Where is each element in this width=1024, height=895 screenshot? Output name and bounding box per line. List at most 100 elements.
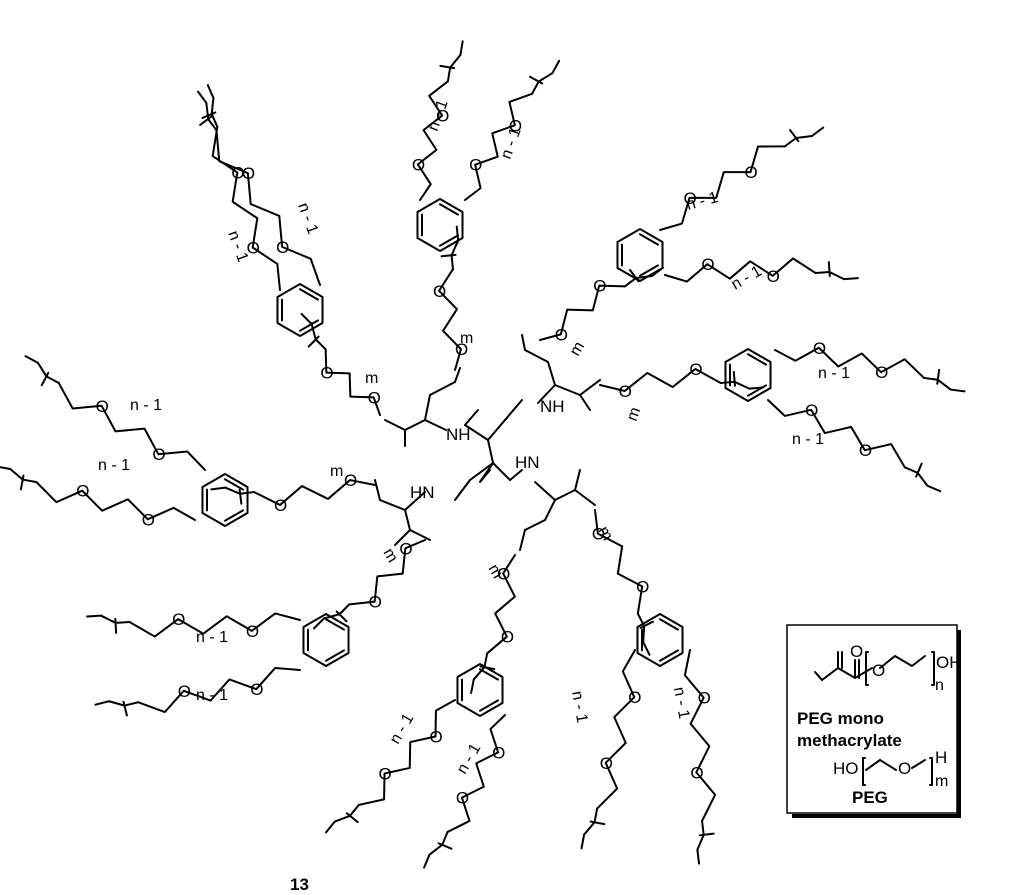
legend-peg-o: O (898, 759, 911, 778)
legend-peg-ho: HO (833, 759, 859, 778)
methacrylate-double-bond (936, 368, 941, 385)
legend-carbonyl-o: O (850, 642, 863, 661)
repeat-label-n1-upper-left-b: n - 1 (224, 229, 251, 265)
oxygen-atom-label: O (142, 510, 155, 529)
oxygen-atom-label: O (369, 593, 382, 612)
peg-arm-chain-24 (594, 509, 644, 615)
oxygen-atom-label: O (368, 388, 381, 407)
peg-arm-chain-8 (767, 399, 906, 469)
methacrylate-bond (828, 271, 846, 281)
peg-arm-chain-22 (348, 539, 426, 606)
methacrylate-bond (916, 471, 929, 487)
methacrylate-bond (348, 803, 360, 817)
aromatic-double-bond (325, 618, 346, 631)
legend-peg-methacrylate-structure (814, 651, 935, 686)
oxygen-atom-label: O (429, 727, 442, 746)
methacrylate-bond (239, 491, 256, 495)
methacrylate-double-bond (629, 269, 640, 283)
methacrylate-bond (86, 614, 103, 618)
central-core (454, 399, 523, 501)
legend-box: O O OH n PEG mono methacrylate HO O H m … (786, 624, 962, 818)
peg-arm-chain-16 (683, 649, 717, 822)
methacrylate-bond (206, 84, 215, 99)
amide-hn-left: HN (410, 483, 435, 502)
peg-arm-chain-2 (464, 92, 534, 201)
methacrylate-bond (21, 478, 38, 484)
oxygen-atom-label: O (689, 360, 702, 379)
aromatic-double-bond (224, 478, 245, 491)
methacrylate-bond (310, 322, 317, 341)
methacrylate-bond (338, 603, 351, 616)
aromatic-double-bond (659, 618, 680, 631)
methacrylate-bond (300, 312, 313, 325)
legend-peg-mono-line2: methacrylate (797, 731, 902, 750)
benzene-ring-2 (276, 283, 324, 337)
aromatic-double-bond (299, 288, 320, 301)
methacrylate-double-bond (199, 115, 213, 126)
methacrylate-bond (123, 701, 140, 707)
methacrylate-double-bond (345, 812, 359, 824)
oxygen-atom-label: O (813, 339, 826, 358)
oxygen-atom-label: O (455, 340, 468, 359)
core-linkers (374, 334, 601, 551)
methacrylate-bond (472, 666, 486, 681)
benzene-ring-4 (724, 348, 772, 402)
methacrylate-bond (24, 355, 39, 364)
aromatic-double-bond (747, 353, 768, 366)
oxygen-atom-label: O (698, 689, 711, 708)
methacrylate-double-bond (915, 462, 923, 478)
benzene-ring-6 (302, 613, 350, 667)
oxygen-atom-label: O (320, 364, 333, 383)
amide-nh-upper-right: NH (540, 397, 565, 416)
methacrylate-bond (450, 239, 460, 257)
methacrylate-bond (843, 277, 859, 281)
methacrylate-bond (696, 848, 701, 865)
oxygen-atom-label: O (96, 397, 109, 416)
oxygen-atom-label: O (555, 325, 568, 344)
oxygen-atom-label: O (247, 238, 260, 257)
methacrylate-bond (210, 486, 227, 491)
oxygen-atom-label: O (636, 577, 649, 596)
repeat-label-n1-right-b: n - 1 (792, 431, 824, 448)
repeat-label-m-upper-right: m (567, 339, 588, 359)
methacrylate-bond (642, 641, 651, 656)
repeat-label-n1-lower-left-b: n - 1 (196, 687, 228, 704)
oxygen-atom-label: O (497, 564, 510, 583)
methacrylate-double-bond (238, 488, 243, 505)
oxygen-atom-label: O (172, 610, 185, 629)
benzene-ring-5 (201, 473, 249, 527)
oxygen-atom-label: O (274, 496, 287, 515)
aromatic-rings (201, 198, 772, 717)
methacrylate-double-bond (40, 371, 50, 387)
methacrylate-double-bond (307, 335, 320, 348)
oxygen-atom-label: O (344, 471, 357, 490)
repeat-label-m-right: m (624, 405, 645, 423)
methacrylate-bond (470, 678, 475, 695)
peg-arm-chain-17 (438, 268, 462, 371)
peg-arm-chain-15 (596, 649, 636, 810)
methacrylate-bond (446, 66, 452, 83)
aromatic-double-bond (439, 203, 460, 216)
legend-peg-h: H (935, 748, 947, 767)
legend-m-subscript: m (935, 773, 948, 790)
methacrylate-bond (748, 386, 765, 390)
compound-number-label: 13 (290, 875, 309, 894)
benzene-ring-1 (416, 198, 464, 252)
peg-arm-chain-4 (211, 125, 281, 291)
amide-hn-right: HN (515, 453, 540, 472)
repeat-label-n1-left-b: n - 1 (98, 457, 130, 474)
aromatic-double-bond (325, 649, 346, 662)
methacrylate-bond (423, 853, 431, 869)
oxygen-atom-label: O (859, 441, 872, 460)
benzene-ring-7 (456, 663, 504, 717)
oxygen-atom-label: O (701, 255, 714, 274)
methacrylate-bond (642, 625, 646, 644)
legend-hydroxyl: OH (936, 653, 962, 672)
benzene-ring-8 (636, 613, 684, 667)
peg-arms (0, 40, 966, 869)
aromatic-double-bond (299, 319, 320, 332)
peg-arm-chain-7 (774, 346, 925, 379)
methacrylate-double-bond (437, 842, 453, 850)
methacrylate-double-bond (122, 700, 128, 717)
methacrylate-double-bond (114, 617, 118, 634)
